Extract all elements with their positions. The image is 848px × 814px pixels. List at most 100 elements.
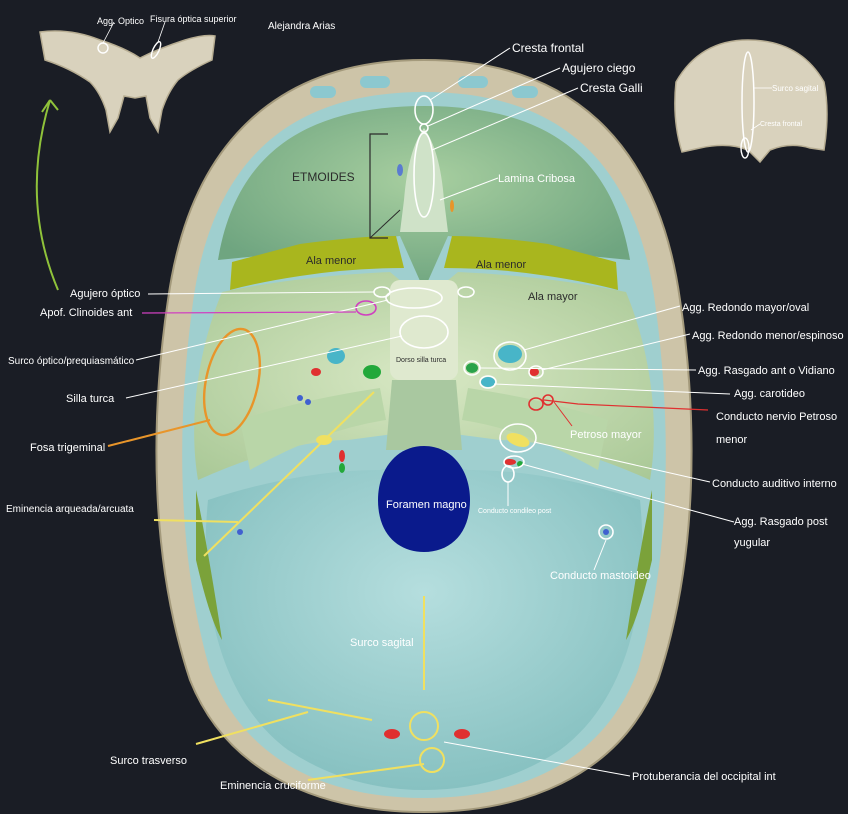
marker-cresta-galli (413, 132, 435, 218)
leader-petroso-mayor (553, 401, 573, 427)
marker-petroso-menor (528, 397, 544, 411)
label-petroso-mayor: Petroso mayor (570, 429, 642, 441)
marker-protuberancia (409, 711, 439, 741)
clivus (386, 380, 462, 450)
marker-redondo-mayor (493, 341, 527, 371)
label-cresta-galli: Cresta Galli (580, 81, 643, 95)
author-credit: Alejandra Arias (268, 21, 335, 32)
petrous-ridge-right (462, 388, 608, 470)
foramen-ovale-dot (498, 345, 522, 363)
red-dot (454, 729, 470, 739)
region-conducto-condileo: Conducto condileo post (478, 508, 551, 515)
frontal-bone-shape (674, 39, 828, 164)
marker-silla-turca (399, 315, 449, 349)
blue-dot (237, 529, 243, 535)
etmoides-leader (369, 209, 401, 239)
green-foramen (363, 365, 381, 379)
region-surco-sagital: Surco sagital (350, 637, 414, 649)
green-dot (339, 463, 345, 473)
label-agujero-optico: Agujero óptico (70, 288, 140, 300)
leader-clinoides (141, 311, 357, 314)
region-dorso-silla: Dorso silla turca (396, 357, 446, 364)
green-arrow (35, 99, 59, 291)
label-agg-redondo-menor: Agg. Redondo menor/espinoso (692, 330, 844, 342)
marker-rasgado-post (503, 455, 525, 469)
label-agujero-ciego: Agujero ciego (562, 61, 636, 75)
foramen-magnum (378, 446, 470, 552)
red-dot (339, 450, 345, 462)
blue-dot (305, 399, 311, 405)
marker-carotideo (479, 375, 497, 389)
skull-base (155, 58, 693, 814)
label-agg-rasgado-post-2: yugular (734, 537, 770, 549)
marker-agujero-ciego (419, 123, 429, 133)
label-silla-turca: Silla turca (66, 393, 115, 405)
yellow-lines (153, 391, 425, 781)
blue-dot (397, 164, 403, 176)
markers (203, 95, 614, 773)
label-agg-optico: Agg. Optico (97, 16, 144, 26)
etmoides-bracket (369, 133, 388, 239)
leader-line (102, 21, 115, 44)
leader-lines (125, 47, 735, 777)
lesser-wing-left (230, 236, 404, 290)
sphenoid-inset: Agg. Optico Fisura óptica superior (35, 14, 237, 291)
red-dot (311, 368, 321, 376)
blue-dot (603, 529, 609, 535)
marker-fosa-trigeminal (203, 327, 261, 437)
marker-optic-right (457, 286, 475, 298)
region-etmoides: ETMOIDES (292, 170, 355, 184)
label-surco-optico: Surco óptico/prequiasmático (8, 356, 135, 367)
lesser-wing-right (444, 236, 618, 290)
region-foramen-magno: Foramen magno (386, 499, 467, 511)
marker-redondo-menor (528, 365, 544, 379)
green-arrowhead (41, 99, 59, 113)
label-fisura-optica: Fisura óptica superior (150, 14, 237, 24)
label-eminencia-cruciforme: Eminencia cruciforme (220, 780, 326, 792)
label-surco-transverso: Surco trasverso (110, 755, 187, 767)
side-strip-left (196, 490, 222, 640)
blue-dot (297, 395, 303, 401)
lacerum-dot (466, 363, 478, 373)
label-surco-sagital-inset: Surco sagital (772, 84, 818, 93)
label-fosa-trigeminal: Fosa trigeminal (30, 442, 105, 454)
region-ala-menor-right: Ala menor (476, 259, 526, 271)
region-ala-menor-left: Ala menor (306, 255, 356, 267)
label-conducto-mastoideo: Conducto mastoideo (550, 570, 651, 582)
marker-mastoideo (598, 524, 614, 540)
label-agg-rasgado-ant: Agg. Rasgado ant o Vidiano (698, 365, 835, 377)
label-protuberancia: Protuberancia del occipital int (632, 771, 776, 783)
marker-eminencia-cruciforme (419, 747, 445, 773)
frontal-sinus-openings (310, 76, 538, 98)
label-conducto-auditivo: Conducto auditivo interno (712, 478, 837, 490)
frontal-inset: Surco sagital Cresta frontal (674, 39, 828, 164)
label-agg-rasgado-post: Agg. Rasgado post (734, 516, 828, 528)
side-strip-right (626, 490, 652, 640)
label-agg-redondo-mayor: Agg. Redondo mayor/oval (682, 302, 809, 314)
sella-body (390, 280, 458, 380)
marker-conducto-auditivo (499, 423, 537, 453)
region-ala-mayor: Ala mayor (528, 291, 578, 303)
cribriform-plate (400, 128, 448, 232)
petrous-ridge-left (240, 388, 386, 470)
carotid-dot (481, 377, 495, 387)
frontal-crest-marker (740, 137, 750, 159)
leader-fosa-trigeminal (107, 419, 211, 447)
yellow-foramen-right (506, 433, 530, 447)
leader-line (157, 21, 166, 43)
label-agg-carotideo: Agg. carotideo (734, 388, 805, 400)
sphenoid-bone-shape (39, 30, 216, 135)
label-lamina-cribosa: Lamina Cribosa (498, 173, 576, 185)
superior-fissure-marker (150, 41, 162, 59)
leader-petroso-menor (543, 399, 709, 411)
leader-line (750, 123, 761, 131)
red-dot (504, 459, 516, 465)
marker-surco-optico (385, 287, 443, 309)
label-conducto-petroso: Conducto nervio Petroso (716, 411, 837, 423)
label-cresta-frontal-inset: Cresta frontal (760, 121, 802, 128)
red-dot (529, 368, 539, 376)
label-conducto-petroso-2: menor (716, 434, 748, 446)
marker-petroso-mayor (542, 394, 554, 406)
